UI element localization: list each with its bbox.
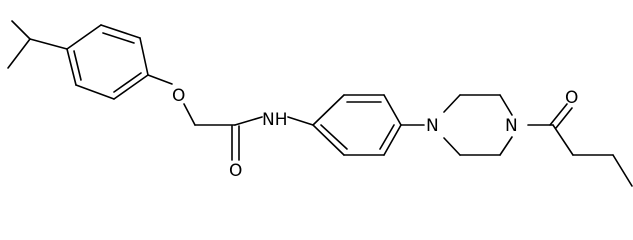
linker-chain: [147, 74, 314, 161]
bond: [287, 116, 314, 126]
bond: [113, 72, 142, 93]
oxygen-ketone-label: O: [565, 88, 578, 108]
bond: [29, 38, 68, 50]
bond: [443, 94, 461, 113]
bond: [234, 116, 263, 126]
bond: [552, 124, 574, 156]
benzene-ring-2: [312, 94, 402, 156]
nitrogen-piperazine-2-label: N: [505, 116, 518, 136]
oxygen-amide-label: O: [229, 161, 242, 181]
piperazine-ring: [400, 94, 513, 156]
bond: [139, 37, 149, 76]
nh-amide-label: NH: [262, 110, 288, 130]
bond: [499, 136, 513, 156]
bond: [11, 20, 31, 40]
bond: [612, 154, 633, 187]
bond: [147, 74, 173, 85]
benzene-ring-1: [66, 24, 149, 100]
bond: [183, 103, 196, 126]
isopropyl-group: [7, 20, 68, 69]
bond: [383, 124, 402, 156]
molecule-drawing: O O NH N N O: [7, 20, 633, 187]
bond: [66, 24, 102, 50]
bond: [383, 94, 402, 126]
structure-diagram: O O NH N N O: [7, 20, 633, 187]
bond: [555, 107, 573, 129]
bond: [312, 124, 345, 156]
nitrogen-piperazine-1-label: N: [426, 116, 439, 136]
bond: [75, 84, 115, 100]
bond: [102, 32, 135, 44]
bond: [443, 137, 461, 156]
butanoyl-group: [527, 103, 633, 187]
bond: [113, 74, 149, 100]
oxygen-ether-label: O: [172, 86, 185, 106]
bond: [66, 48, 77, 86]
bond: [7, 38, 31, 69]
bond: [549, 103, 568, 126]
bond: [320, 124, 348, 150]
bond: [73, 50, 82, 81]
bond: [312, 94, 345, 126]
bond: [499, 94, 513, 116]
bond: [100, 24, 141, 39]
bond: [379, 124, 395, 150]
